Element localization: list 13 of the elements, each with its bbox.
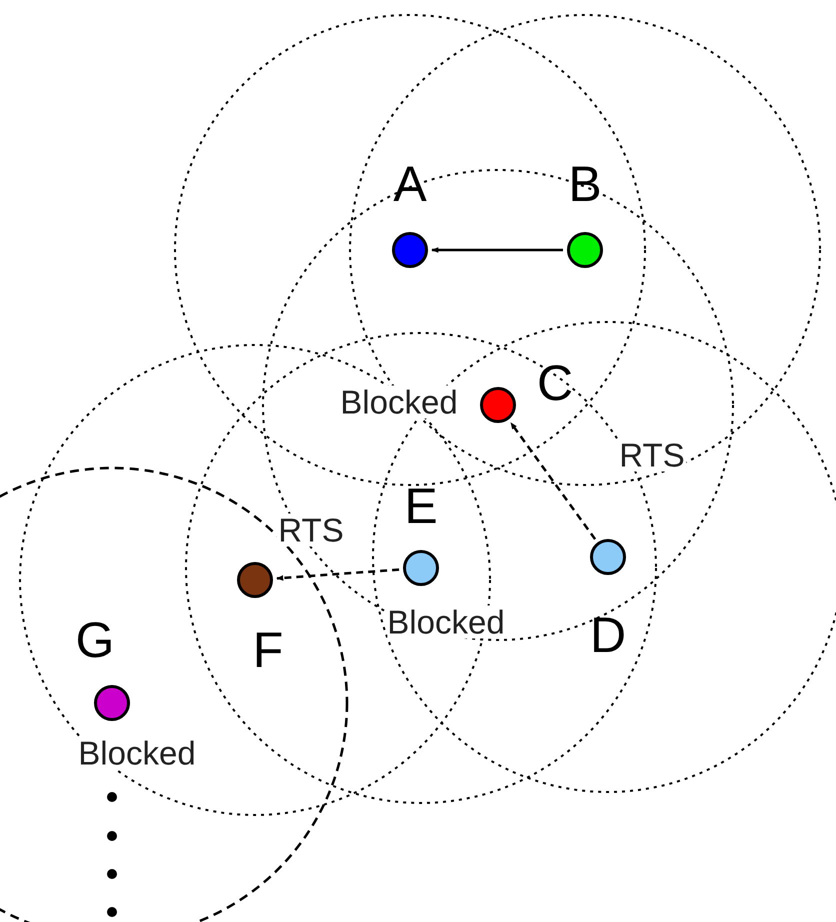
status-label: Blocked: [387, 606, 505, 638]
node-letter: B: [568, 159, 602, 209]
arrow: [431, 247, 563, 253]
node-letter: G: [76, 615, 114, 665]
node-letter: D: [590, 610, 626, 660]
node-letter: E: [404, 481, 438, 531]
arrow: [510, 422, 596, 540]
node-letter: A: [393, 159, 427, 209]
status-label: Blocked: [340, 386, 458, 418]
status-label: Blocked: [78, 736, 196, 770]
arrow: [276, 568, 400, 581]
node-letter: F: [252, 625, 284, 675]
node-letter: C: [536, 358, 574, 408]
